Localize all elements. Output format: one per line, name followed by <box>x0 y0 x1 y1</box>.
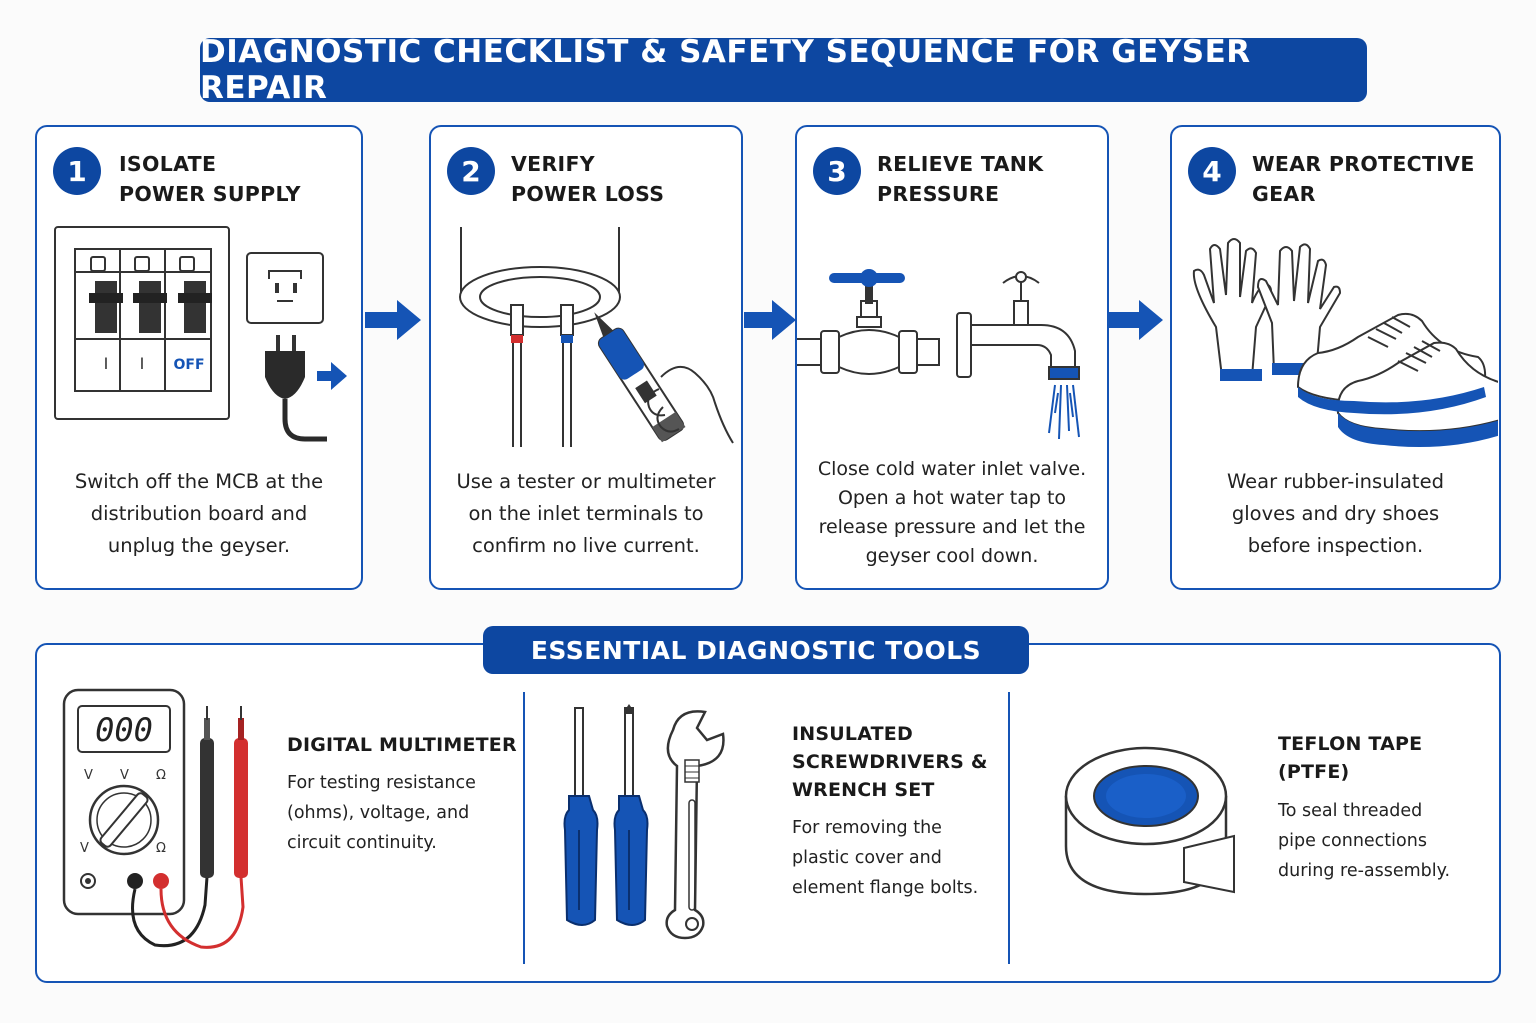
tool-name-screwdrivers-line-1: INSULATED <box>792 723 913 745</box>
step-number-2: 2 <box>447 147 495 195</box>
step-title-2-line-2: POWER LOSS <box>511 182 665 206</box>
tools-divider-1 <box>523 692 525 964</box>
tools-title: ESSENTIAL DIAGNOSTIC TOOLS <box>530 635 982 665</box>
unplug-arrow-icon <box>317 362 347 390</box>
step-desc-1: Switch off the MCB at the distribution b… <box>37 466 361 562</box>
screwdrivers-wrench-icon <box>563 704 725 940</box>
step-card-1: 1 ISOLATE POWER SUPPLY I I OFF <box>35 125 363 590</box>
tool-name-teflon-line-2: (PTFE) <box>1278 761 1350 783</box>
step-desc-4: Wear rubber-insulated gloves and dry sho… <box>1172 466 1499 562</box>
step-title-4-line-2: GEAR <box>1252 182 1316 206</box>
step-desc-4-line-2: gloves and dry shoes <box>1231 502 1440 525</box>
tool-name-teflon-line-1: TEFLON TAPE <box>1278 733 1423 755</box>
multimeter-display: 000 <box>95 711 153 749</box>
breaker-label-off: OFF <box>173 357 204 373</box>
tool-desc-multimeter-line-3: circuit continuity. <box>287 833 437 853</box>
tool-desc-multimeter: For testing resistance (ohms), voltage, … <box>287 768 476 858</box>
tools-divider-2 <box>1008 692 1010 964</box>
step-number-3: 3 <box>813 147 861 195</box>
flow-arrow-2-icon <box>744 300 796 340</box>
step-desc-3-line-2: Open a hot water tap to <box>837 487 1067 509</box>
step-desc-3-line-3: release pressure and let the <box>818 516 1086 538</box>
step-desc-1-line-3: unplug the geyser. <box>107 534 291 557</box>
step-title-1-line-2: POWER SUPPLY <box>119 182 301 206</box>
wall-socket-icon <box>246 252 324 324</box>
plug-icon <box>265 335 327 442</box>
tool-name-multimeter: DIGITAL MULTIMETER <box>287 731 517 759</box>
hand-icon <box>647 366 734 444</box>
hot-water-tap-icon <box>956 271 1080 380</box>
breaker-label-1: I <box>104 354 109 373</box>
gloves-icon <box>1192 238 1342 378</box>
dial-label-1: V <box>84 768 93 783</box>
step-desc-2: Use a tester or multimeter on the inlet … <box>431 466 741 562</box>
step-desc-3-line-4: geyser cool down. <box>865 545 1039 567</box>
tool-name-screwdrivers-line-3: WRENCH SET <box>792 779 935 801</box>
tool-desc-screwdrivers-line-1: For removing the <box>792 818 942 838</box>
tool-desc-teflon-line-1: To seal threaded <box>1278 801 1423 821</box>
tool-name-multimeter-line-1: DIGITAL MULTIMETER <box>287 734 517 756</box>
step-card-3: 3 RELIEVE TANK PRESSURE <box>795 125 1109 590</box>
step-title-4-line-1: WEAR PROTECTIVE <box>1252 152 1475 176</box>
page-title: DIAGNOSTIC CHECKLIST & SAFETY SEQUENCE F… <box>200 34 1251 106</box>
step-desc-1-line-2: distribution board and <box>90 502 308 525</box>
teflon-tape-icon <box>1064 746 1235 896</box>
protective-gear-illustration <box>1192 238 1498 447</box>
tools-panel <box>35 643 1501 983</box>
step-desc-2-line-1: Use a tester or multimeter <box>456 470 716 493</box>
tool-desc-teflon: To seal threaded pipe connections during… <box>1278 796 1450 886</box>
step-card-2: 2 VERIFY POWER LOSS Use a t <box>429 125 743 590</box>
tool-desc-screwdrivers: For removing the plastic cover and eleme… <box>792 813 978 903</box>
step-title-3: RELIEVE TANK PRESSURE <box>877 149 1137 209</box>
step-title-2-line-1: VERIFY <box>511 152 595 176</box>
step-desc-1-line-1: Switch off the MCB at the <box>74 470 324 493</box>
step-desc-2-line-3: confirm no live current. <box>472 534 700 557</box>
tools-banner: ESSENTIAL DIAGNOSTIC TOOLS <box>483 626 1029 674</box>
step-number-4: 4 <box>1188 147 1236 195</box>
step-desc-2-line-2: on the inlet terminals to <box>468 502 704 525</box>
multimeter-icon: 000 V V Ω V Ω <box>62 688 248 949</box>
tool-desc-screwdrivers-line-3: element flange bolts. <box>792 878 979 898</box>
voltage-tester-illustration <box>459 227 734 447</box>
tool-name-screwdrivers: INSULATED SCREWDRIVERS & WRENCH SET <box>792 720 988 804</box>
tool-desc-teflon-line-3: during re-assembly. <box>1278 861 1451 881</box>
step-card-4: 4 WEAR PROTECTIVE GEAR Wear rubber-insul… <box>1170 125 1501 590</box>
tool-name-screwdrivers-line-2: SCREWDRIVERS & <box>792 751 988 773</box>
tool-desc-teflon-line-2: pipe connections <box>1278 831 1427 851</box>
tool-name-teflon: TEFLON TAPE (PTFE) <box>1278 730 1422 786</box>
dial-label-4: V <box>80 841 89 856</box>
step-title-4: WEAR PROTECTIVE GEAR <box>1252 149 1512 209</box>
dial-label-5: Ω <box>156 841 166 856</box>
breaker-label-2: I <box>140 354 145 373</box>
tester-pen-icon <box>594 312 686 443</box>
step-title-3-line-2: PRESSURE <box>877 182 1000 206</box>
step-number-1: 1 <box>53 147 101 195</box>
flow-arrow-3-icon <box>1109 300 1163 340</box>
step-desc-4-line-3: before inspection. <box>1247 534 1424 557</box>
step-title-3-line-1: RELIEVE TANK <box>877 152 1044 176</box>
title-banner: DIAGNOSTIC CHECKLIST & SAFETY SEQUENCE F… <box>200 34 1367 106</box>
tool-desc-multimeter-line-2: (ohms), voltage, and <box>287 803 470 823</box>
inlet-valve-icon <box>797 280 940 375</box>
step-desc-3-line-1: Close cold water inlet valve. <box>817 458 1087 480</box>
tool-desc-multimeter-line-1: For testing resistance <box>287 773 476 793</box>
dial-label-3: Ω <box>156 768 166 783</box>
step-title-1: ISOLATE POWER SUPPLY <box>119 149 379 209</box>
step-title-2: VERIFY POWER LOSS <box>511 149 771 209</box>
water-flow-icon <box>1048 384 1080 440</box>
mcb-panel-illustration: I I OFF <box>54 226 347 442</box>
tool-desc-screwdrivers-line-2: plastic cover and <box>792 848 942 868</box>
step-desc-3: Close cold water inlet valve. Open a hot… <box>797 455 1107 571</box>
valve-and-tap-illustration <box>797 269 1080 440</box>
step-title-1-line-1: ISOLATE <box>119 152 217 176</box>
dial-label-2: V <box>120 768 129 783</box>
flow-arrow-1-icon <box>365 300 421 340</box>
step-desc-4-line-1: Wear rubber-insulated <box>1227 470 1444 493</box>
